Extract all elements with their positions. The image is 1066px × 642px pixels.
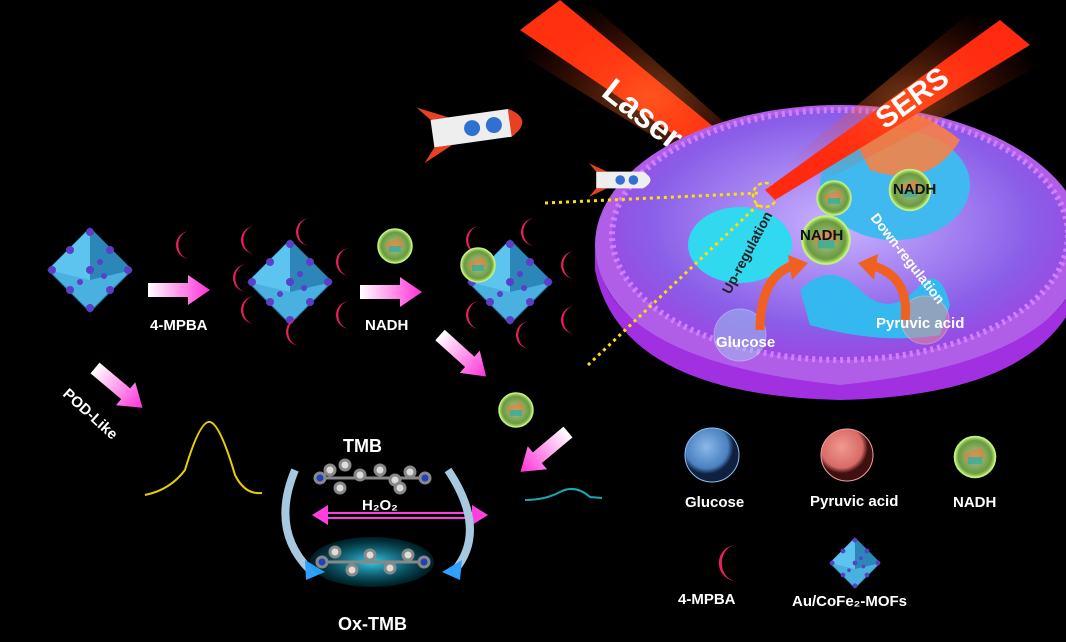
- absorbance-peak-curve: [144, 421, 263, 496]
- mof-particle: [47, 227, 133, 313]
- mof-icon: [829, 537, 881, 589]
- step1-label: 4-MPBA: [150, 317, 208, 334]
- cell-pyruvic-label: Pyruvic acid: [876, 315, 964, 332]
- curved-arrow-icon: [281, 468, 313, 573]
- glucose-ball-icon: [684, 427, 740, 483]
- curved-arrow-icon: [444, 467, 474, 573]
- mof-with-nadh: [460, 218, 575, 349]
- pod-like-label: POD-Like: [59, 385, 121, 443]
- mof-with-mpba: [233, 218, 350, 346]
- step2-label: NADH: [365, 317, 408, 334]
- pyruvic-ball-icon: [820, 428, 874, 482]
- legend-nadh: NADH: [953, 494, 996, 511]
- mpba-crescent-icon: [176, 231, 190, 259]
- ox-tmb-label: Ox-TMB: [338, 614, 407, 634]
- nadh-ball-icon: [953, 435, 997, 479]
- cell-nadh-center: NADH: [800, 227, 843, 244]
- ox-tmb-molecule: [310, 537, 434, 587]
- dotted-line: [544, 191, 761, 205]
- arrow-icon: [510, 420, 578, 484]
- legend-glucose: Glucose: [685, 494, 744, 511]
- dotted-line: [586, 201, 762, 367]
- legend-pyruvic: Pyruvic acid: [810, 493, 898, 510]
- cell-glucose-label: Glucose: [716, 334, 775, 351]
- rocket-icon: [416, 107, 523, 164]
- nadh-ball-icon: [498, 392, 534, 428]
- cell-nadh-top: NADH: [893, 181, 936, 198]
- mpba-crescent-icon: [718, 544, 737, 582]
- h2o2-label: H₂O₂: [362, 497, 398, 514]
- tmb-label: TMB: [343, 436, 382, 456]
- arrow-icon: [360, 277, 422, 307]
- low-absorbance-curve: [524, 487, 603, 501]
- nadh-ball-icon: [377, 228, 413, 264]
- arrow-icon: [429, 323, 497, 388]
- legend: Glucose Pyruvic acid NADH 4-MPBA Au/CoFe…: [678, 427, 997, 610]
- legend-mof: Au/CoFe₂-MOFs: [792, 593, 907, 610]
- sers-beam: SERS: [760, 0, 1050, 205]
- h2o2-double-arrow: [312, 505, 488, 525]
- arrow-icon: [148, 275, 210, 305]
- tmb-molecule: [313, 458, 432, 495]
- legend-mpba: 4-MPBA: [678, 591, 736, 608]
